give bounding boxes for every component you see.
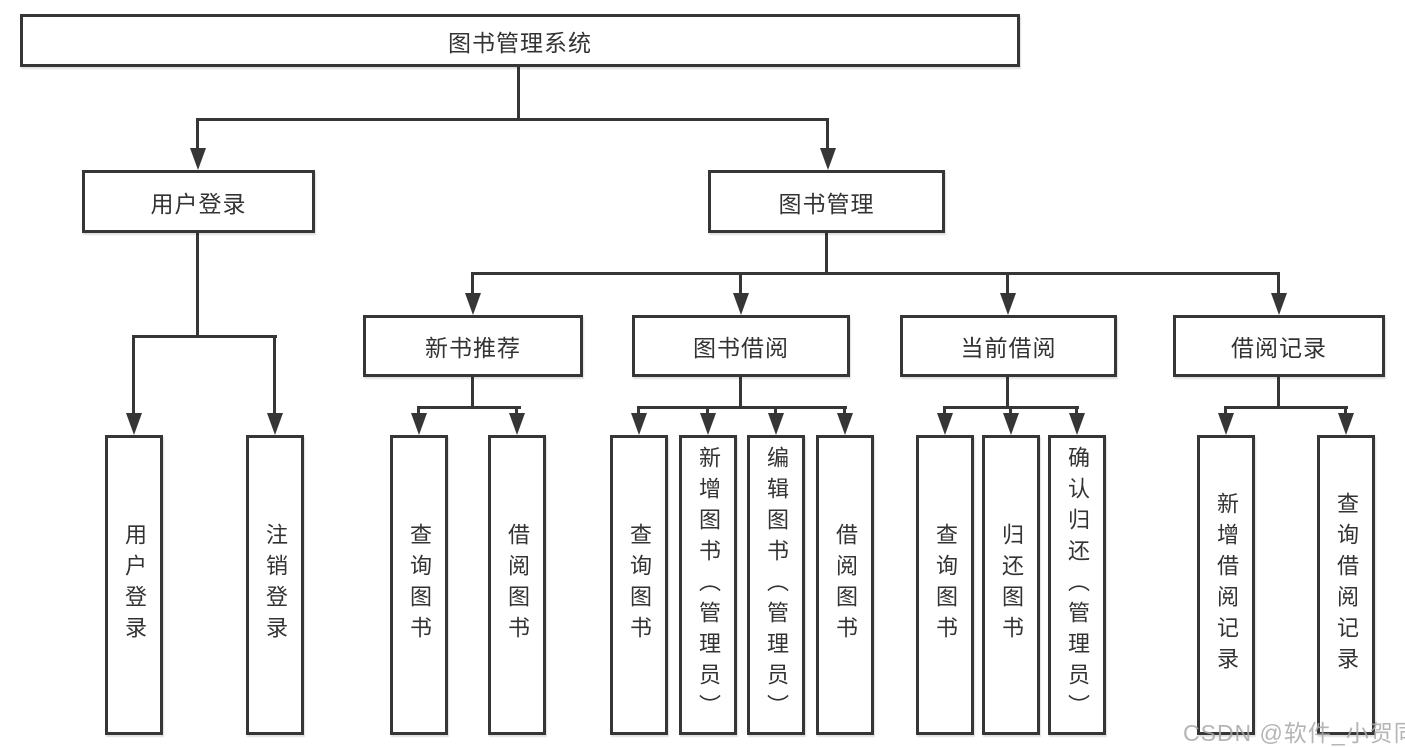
- arrow-down-icon: [700, 413, 716, 435]
- leaf-logout-label: 注销登录: [263, 523, 288, 647]
- connector-line: [196, 233, 199, 335]
- leaf-query-books-recommend-label: 查询图书: [407, 523, 432, 647]
- connector-line: [417, 406, 420, 416]
- connector-line: [471, 272, 1280, 275]
- connector-line: [774, 406, 777, 416]
- csdn-watermark: CSDN @软件_小贺同学: [1183, 720, 1405, 746]
- leaf-add-borrow-record-label: 新增借阅记录: [1214, 492, 1239, 678]
- leaf-query-books-recommend: 查询图书: [390, 435, 448, 735]
- leaf-user-login-label: 用户登录: [122, 523, 147, 647]
- leaf-logout: 注销登录: [246, 435, 304, 735]
- leaf-query-borrow-record: 查询借阅记录: [1317, 435, 1375, 735]
- node-user-login-group: 用户登录: [82, 170, 315, 233]
- leaf-add-borrow-record: 新增借阅记录: [1197, 435, 1255, 735]
- leaf-query-books-borrowing-label: 查询图书: [627, 523, 652, 647]
- connector-line: [739, 375, 742, 406]
- connector-line: [1277, 375, 1280, 406]
- leaf-borrow-books: 借阅图书: [816, 435, 874, 735]
- leaf-edit-books-admin-label: 编辑图书（管理员）: [764, 445, 789, 725]
- connector-line: [843, 406, 846, 416]
- leaf-confirm-return-admin: 确认归还（管理员）: [1048, 435, 1106, 735]
- leaf-add-books-admin: 新增图书（管理员）: [679, 435, 737, 735]
- arrow-down-icon: [411, 413, 427, 435]
- arrow-down-icon: [267, 413, 283, 435]
- leaf-borrow-books-recommend-label: 借阅图书: [505, 523, 530, 647]
- connector-line: [1006, 375, 1009, 406]
- connector-line: [515, 406, 518, 416]
- leaf-query-books-current: 查询图书: [916, 435, 974, 735]
- connector-line: [417, 406, 521, 409]
- connector-line: [1075, 406, 1078, 416]
- arrow-down-icon: [465, 293, 481, 315]
- leaf-edit-books-admin: 编辑图书（管理员）: [747, 435, 805, 735]
- connector-line: [637, 406, 847, 409]
- node-borrowing-records: 借阅记录: [1173, 315, 1385, 377]
- node-book-management: 图书管理: [708, 170, 945, 233]
- leaf-return-books: 归还图书: [982, 435, 1040, 735]
- connector-line: [1224, 406, 1227, 416]
- leaf-query-books-current-label: 查询图书: [933, 523, 958, 647]
- connector-line: [471, 272, 474, 295]
- connector-line: [1277, 272, 1280, 295]
- arrow-down-icon: [190, 148, 206, 170]
- connector-line: [739, 272, 742, 295]
- node-new-book-recommendation: 新书推荐: [363, 315, 583, 377]
- node-book-borrowing: 图书借阅: [632, 315, 850, 377]
- leaf-user-login: 用户登录: [105, 435, 163, 735]
- connector-line: [1006, 272, 1009, 295]
- leaf-confirm-return-admin-label: 确认归还（管理员）: [1065, 445, 1090, 725]
- leaf-add-books-admin-label: 新增图书（管理员）: [696, 445, 721, 725]
- arrow-down-icon: [837, 413, 853, 435]
- connector-line: [1224, 406, 1348, 409]
- arrow-down-icon: [126, 413, 142, 435]
- arrow-down-icon: [1069, 413, 1085, 435]
- leaf-query-borrow-record-label: 查询借阅记录: [1334, 492, 1359, 678]
- arrow-down-icon: [1000, 293, 1016, 315]
- arrow-down-icon: [1003, 413, 1019, 435]
- leaf-borrow-books-label: 借阅图书: [833, 523, 858, 647]
- arrow-down-icon: [937, 413, 953, 435]
- connector-line: [471, 375, 474, 406]
- leaf-query-books-borrowing: 查询图书: [610, 435, 668, 735]
- node-current-borrowing: 当前借阅: [900, 315, 1117, 377]
- leaf-borrow-books-recommend: 借阅图书: [488, 435, 546, 735]
- connector-line: [943, 406, 946, 416]
- connector-line: [197, 118, 829, 121]
- arrow-down-icon: [733, 293, 749, 315]
- connector-line: [706, 406, 709, 416]
- connector-line: [517, 67, 520, 118]
- connector-line: [637, 406, 640, 416]
- connector-line: [132, 335, 135, 415]
- arrow-down-icon: [1271, 293, 1287, 315]
- node-library-management-system: 图书管理系统: [20, 14, 1020, 67]
- arrow-down-icon: [1338, 413, 1354, 435]
- connector-line: [196, 118, 199, 151]
- connector-line: [1009, 406, 1012, 416]
- arrow-down-icon: [631, 413, 647, 435]
- connector-line: [132, 335, 277, 338]
- connector-line: [273, 335, 276, 415]
- arrow-down-icon: [820, 148, 836, 170]
- connector-line: [826, 118, 829, 151]
- leaf-return-books-label: 归还图书: [999, 523, 1024, 647]
- arrow-down-icon: [1218, 413, 1234, 435]
- connector-line: [1344, 406, 1347, 416]
- connector-line: [825, 233, 828, 272]
- arrow-down-icon: [768, 413, 784, 435]
- arrow-down-icon: [509, 413, 525, 435]
